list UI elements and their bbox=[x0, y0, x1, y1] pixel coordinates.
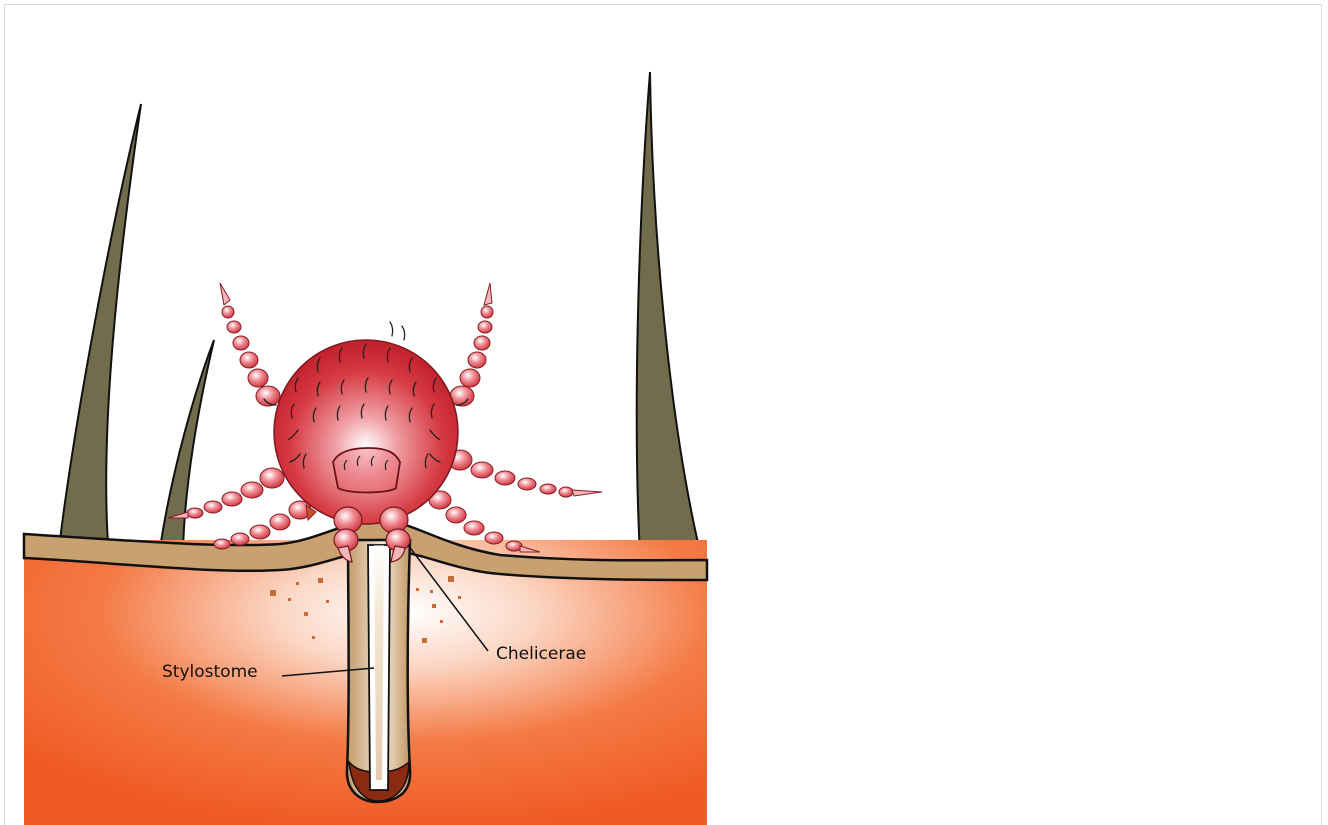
label-stylostome: Stylostome bbox=[162, 662, 258, 682]
mite-body bbox=[274, 340, 458, 524]
scutum bbox=[333, 448, 400, 493]
label-chelicerae: Chelicerae bbox=[496, 644, 586, 664]
hair-right bbox=[637, 72, 702, 560]
hair-left bbox=[60, 104, 141, 543]
